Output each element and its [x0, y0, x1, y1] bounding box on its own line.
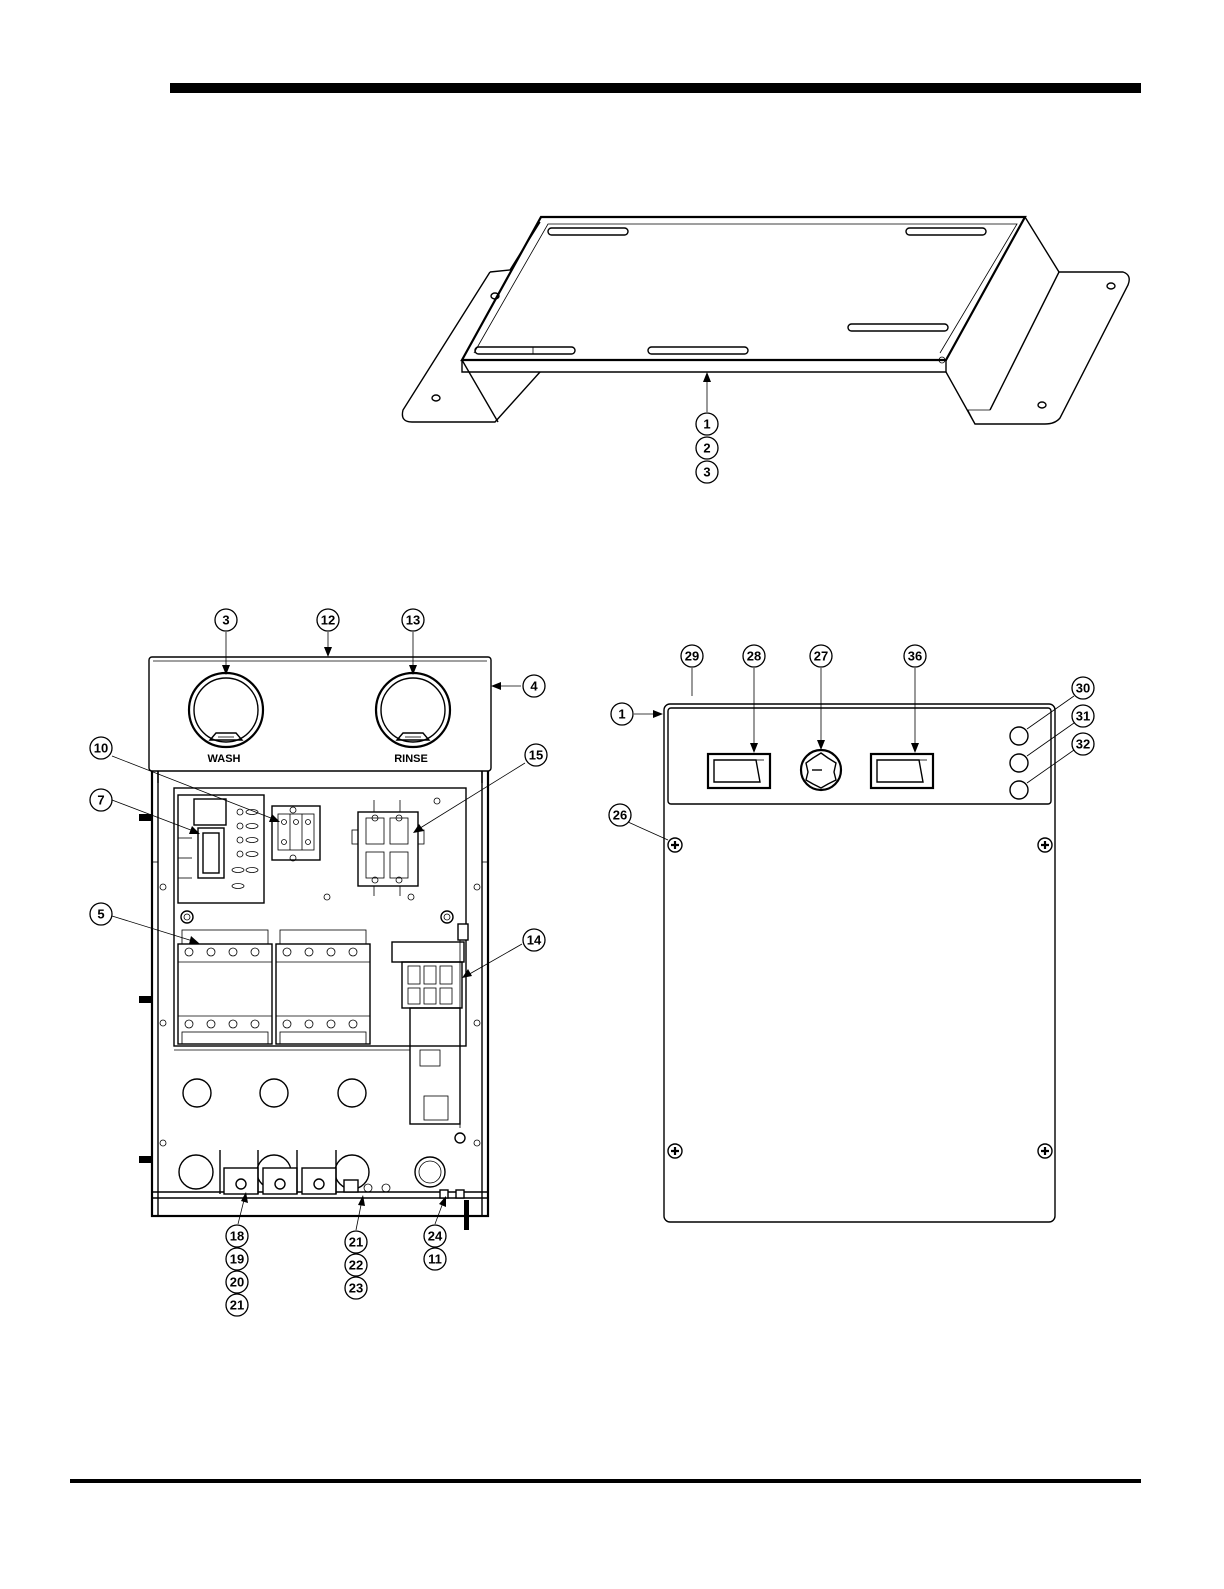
callout-30: 30 [1072, 677, 1094, 699]
callout-23: 23 [345, 1277, 367, 1299]
callout-5: 5 [90, 903, 112, 925]
callout-4: 4 [523, 675, 545, 697]
header-rule [170, 83, 1141, 93]
callout-19: 19 [226, 1248, 248, 1270]
callout-27-text: 27 [814, 649, 828, 664]
footer-rule [70, 1479, 1141, 1483]
callout-bracket-1: 1 [696, 413, 718, 435]
callout-19-text: 19 [230, 1252, 244, 1267]
callout-7-text: 7 [97, 793, 104, 808]
callout-1-panel: 1 [611, 703, 633, 725]
callout-bracket-3: 3 [696, 461, 718, 483]
callout-12-text: 12 [321, 613, 335, 628]
callout-10-text: 10 [94, 741, 108, 756]
callout-7: 7 [90, 789, 112, 811]
callout-36-text: 36 [908, 649, 922, 664]
wash-gauge-label: WASH [208, 753, 241, 765]
callout-11: 11 [424, 1248, 446, 1270]
callout-14-text: 14 [527, 933, 542, 948]
callout-bracket-3-text: 3 [703, 465, 710, 480]
callout-3: 3 [215, 609, 237, 631]
front-panel-leaders [628, 668, 1074, 840]
callout-31: 31 [1072, 705, 1094, 727]
callout-27: 27 [810, 645, 832, 667]
callout-32: 32 [1072, 733, 1094, 755]
callout-bracket-1-text: 1 [703, 417, 710, 432]
callout-28-text: 28 [747, 649, 761, 664]
callout-21-lug: 21 [226, 1294, 248, 1316]
callout-bracket-2-text: 2 [703, 441, 710, 456]
callout-22-text: 22 [349, 1258, 363, 1273]
callout-21-lug-text: 21 [230, 1298, 244, 1313]
callout-29-text: 29 [685, 649, 699, 664]
callout-26-text: 26 [613, 808, 627, 823]
callout-21-ground-text: 21 [349, 1235, 363, 1250]
callout-24-text: 24 [428, 1229, 443, 1244]
callout-1-panel-text: 1 [618, 707, 625, 722]
callout-20-text: 20 [230, 1275, 244, 1290]
callout-15-text: 15 [529, 748, 543, 763]
callout-32-text: 32 [1076, 737, 1090, 752]
callout-21-ground: 21 [345, 1231, 367, 1253]
callout-31-text: 31 [1076, 709, 1090, 724]
callout-11-text: 11 [428, 1252, 442, 1267]
callout-30-text: 30 [1076, 681, 1090, 696]
callout-12: 12 [317, 609, 339, 631]
callout-36: 36 [904, 645, 926, 667]
callout-14: 14 [523, 929, 545, 951]
callout-4-text: 4 [530, 679, 538, 694]
callout-29: 29 [681, 645, 703, 667]
rinse-gauge-label: RINSE [394, 753, 428, 765]
callout-18: 18 [226, 1225, 248, 1247]
callout-26: 26 [609, 804, 631, 826]
front-panel-cover [664, 704, 1055, 1222]
callout-10: 10 [90, 737, 112, 759]
callout-23-text: 23 [349, 1281, 363, 1296]
mounting-bracket [402, 217, 1129, 424]
callout-15: 15 [525, 744, 547, 766]
callout-24: 24 [424, 1225, 446, 1247]
callout-bracket-2: 2 [696, 437, 718, 459]
callout-13: 13 [402, 609, 424, 631]
callout-20: 20 [226, 1271, 248, 1293]
callout-22: 22 [345, 1254, 367, 1276]
callout-5-text: 5 [97, 907, 104, 922]
callout-13-text: 13 [406, 613, 420, 628]
callout-18-text: 18 [230, 1229, 244, 1244]
callout-28: 28 [743, 645, 765, 667]
callout-3-text: 3 [222, 613, 229, 628]
